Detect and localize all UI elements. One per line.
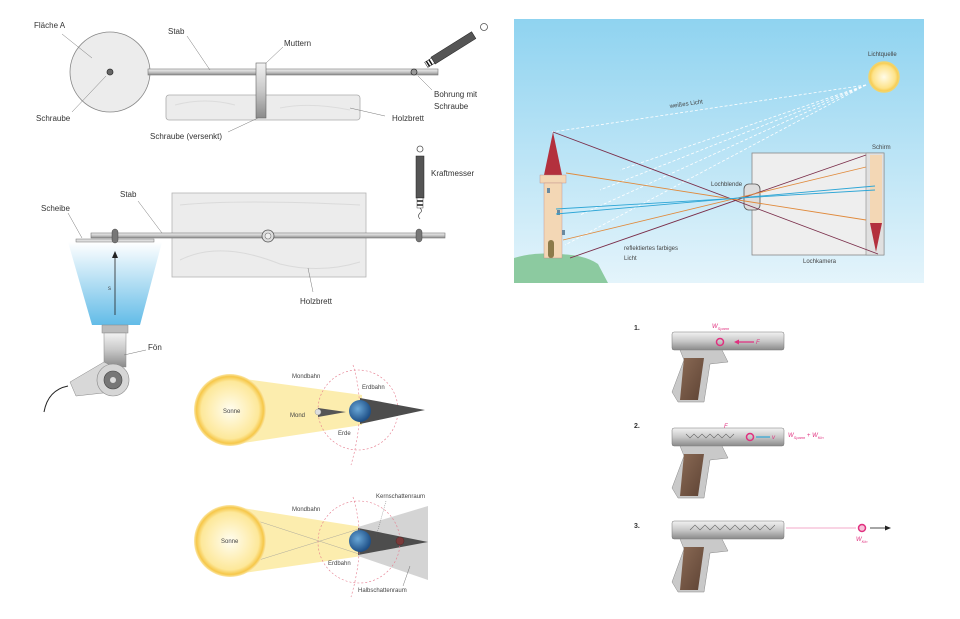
spring-energy-marker <box>715 337 725 347</box>
meter-ring <box>480 23 488 31</box>
pistol-step-3: 3. WKin <box>634 520 891 593</box>
label-force-meter: Kraftmesser <box>431 169 474 178</box>
moon-shadow <box>318 408 346 417</box>
step-1-number: 1. <box>634 325 640 332</box>
figure-pistol: 1. WSpann F 2. v F WSpann + WKin 3. <box>634 324 891 593</box>
label-white-light: weißes Licht <box>668 99 703 110</box>
label-earth-orbit: Erdbahn <box>362 385 385 391</box>
moon <box>314 408 322 416</box>
moon-2 <box>395 536 405 546</box>
earth <box>349 400 371 422</box>
figure-camera-obscura: Lichtquelle weißes Licht Schirm Lochblen… <box>514 19 924 283</box>
label-screw-countersunk: Schraube (versenkt) <box>150 132 222 141</box>
label-penumbra: Halbschattenraum <box>358 588 407 594</box>
wood-grain <box>174 100 351 111</box>
label-hole-line1: Bohrung mit <box>434 90 478 99</box>
label-nuts: Muttern <box>284 39 311 48</box>
step-1-energy: WSpann <box>712 324 730 331</box>
label-earth-orbit-2: Erdbahn <box>328 561 351 567</box>
label-board: Holzbrett <box>392 114 425 123</box>
step-2-force: F <box>724 424 728 430</box>
meter-top-ring <box>416 145 424 153</box>
white-light-rays <box>551 84 867 246</box>
label-board-2: Holzbrett <box>300 297 333 306</box>
disc-bolt <box>111 228 119 244</box>
label-moon: Mond <box>290 413 305 419</box>
force-meter <box>415 155 425 199</box>
label-earth: Erde <box>338 431 351 437</box>
hill <box>514 253 608 283</box>
figure-dryer: s Scheibe Stab Kraftmesser Holzbrett Fön <box>41 145 474 413</box>
wood-grain-2 <box>179 201 361 269</box>
umbra <box>358 528 428 555</box>
sunlight-beam-2 <box>230 506 362 575</box>
label-umbra: Kernschattenraum <box>376 494 425 500</box>
bullet <box>857 523 867 533</box>
hole-screw <box>410 68 418 76</box>
tower <box>539 132 567 259</box>
label-sun-2: Sonne <box>221 539 239 545</box>
hair-dryer <box>43 324 130 413</box>
label-rod: Stab <box>168 27 185 36</box>
label-disc: Scheibe <box>41 204 70 213</box>
pistol-step-2: 2. v F WSpann + WKin <box>634 423 824 499</box>
label-aperture: Lochblende <box>711 182 743 188</box>
step-2-number: 2. <box>634 423 640 430</box>
pistol-step-1: 1. WSpann F <box>634 324 785 403</box>
disc-screw <box>106 68 114 76</box>
meter-bolt <box>415 228 423 243</box>
label-screen: Schirm <box>872 145 891 151</box>
sun <box>194 374 266 446</box>
figure-lever: Fläche A Stab Muttern Schraube Schraube … <box>34 21 488 141</box>
figure-solar-eclipse: Sonne Mondbahn Erdbahn Mond Erde <box>194 364 425 466</box>
nut-stack <box>255 62 267 119</box>
earth-2 <box>349 530 371 552</box>
step-1-force: F <box>756 340 760 346</box>
label-moon-orbit-2: Mondbahn <box>292 507 320 513</box>
label-camera: Lochkamera <box>803 259 837 265</box>
label-dryer: Fön <box>148 343 162 352</box>
step-2-velocity: v <box>772 435 776 441</box>
label-sun: Sonne <box>223 409 241 415</box>
sunlight-beam <box>230 377 362 445</box>
light-source-sun <box>868 61 900 93</box>
label-distance: s <box>108 286 111 292</box>
reflected-rays <box>552 131 879 259</box>
label-moon-orbit: Mondbahn <box>292 374 320 380</box>
earth-shadow <box>360 398 425 424</box>
label-reflected-line2: Licht <box>624 256 637 262</box>
label-rod-2: Stab <box>120 190 137 199</box>
label-screw: Schraube <box>36 114 71 123</box>
lever-rod <box>147 68 439 76</box>
label-reflected-line1: reflektiertes farbiges <box>624 246 678 252</box>
figure-lunar-eclipse: Sonne Mondbahn Kernschattenraum Erdbahn … <box>194 494 428 598</box>
angled-force-meter <box>424 31 477 68</box>
inverted-image <box>870 155 882 252</box>
pinhole-camera-box <box>751 152 885 256</box>
label-light-source: Lichtquelle <box>868 52 897 58</box>
bullet-marker <box>745 432 755 442</box>
label-hole-line2: Schraube <box>434 102 469 111</box>
label-surface: Fläche A <box>34 21 66 30</box>
sun-2 <box>194 505 266 577</box>
step-2-energy: WSpann + WKin <box>788 433 824 440</box>
step-3-energy: WKin <box>856 537 868 544</box>
step-3-number: 3. <box>634 523 640 530</box>
